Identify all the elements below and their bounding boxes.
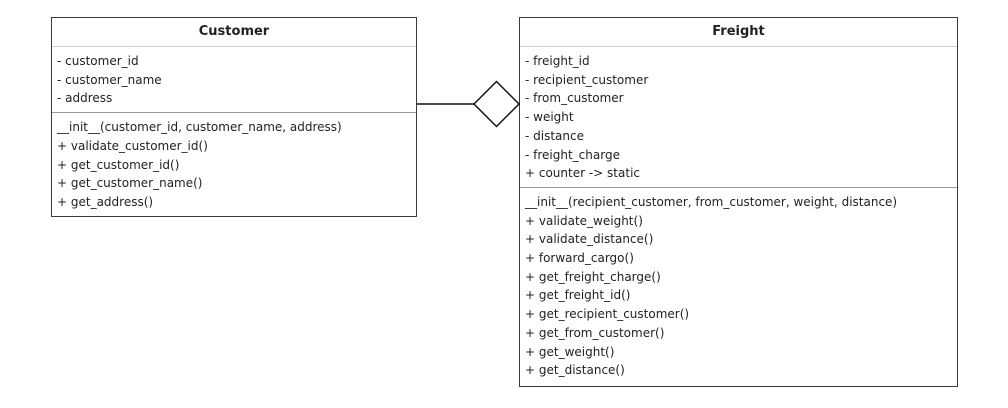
methods-compartment: __init__(recipient_customer, from_custom… [520,188,957,384]
method-item: + get_from_customer() [525,325,665,340]
method-item: __init__(recipient_customer, from_custom… [525,194,898,209]
method-item: + get_distance() [525,363,625,378]
attribute-item: - customer_id [57,54,139,68]
class-name: Customer [52,18,416,47]
attribute-item: - from_customer [525,91,624,106]
customer-class-box[interactable]: Customer - customer_id - customer_name -… [51,17,417,217]
attribute-item: - recipient_customer [525,72,649,87]
method-item: + forward_cargo() [525,251,634,266]
method-item: + get_freight_charge() [525,269,661,284]
method-item: + get_customer_id() [57,157,180,172]
attribute-item: + counter -> static [525,166,641,181]
attribute-item: - customer_name [57,72,162,87]
attributes-compartment: - customer_id - customer_name - address [52,47,416,114]
method-item: + get_freight_id() [525,288,631,303]
attribute-item: - address [57,91,113,106]
method-item: + get_recipient_customer() [525,307,690,322]
class-name: Freight [520,18,957,47]
method-item: + validate_distance() [525,232,654,247]
attribute-item: - freight_charge [525,147,620,162]
attribute-item: - freight_id [525,54,590,68]
method-item: + get_address() [57,194,154,209]
method-item: + validate_weight() [525,213,643,228]
aggregation-diamond-icon [472,80,521,128]
attribute-item: - distance [525,128,584,143]
methods-compartment: __init__(customer_id, customer_name, add… [52,113,416,216]
freight-class-box[interactable]: Freight - freight_id - recipient_custome… [519,17,958,387]
method-item: __init__(customer_id, customer_name, add… [57,120,342,135]
method-item: + validate_customer_id() [57,138,208,153]
attribute-item: - weight [525,110,574,125]
method-item: + get_customer_name() [57,176,203,191]
attributes-compartment: - freight_id - recipient_customer - from… [520,47,957,188]
method-item: + get_weight() [525,344,615,359]
